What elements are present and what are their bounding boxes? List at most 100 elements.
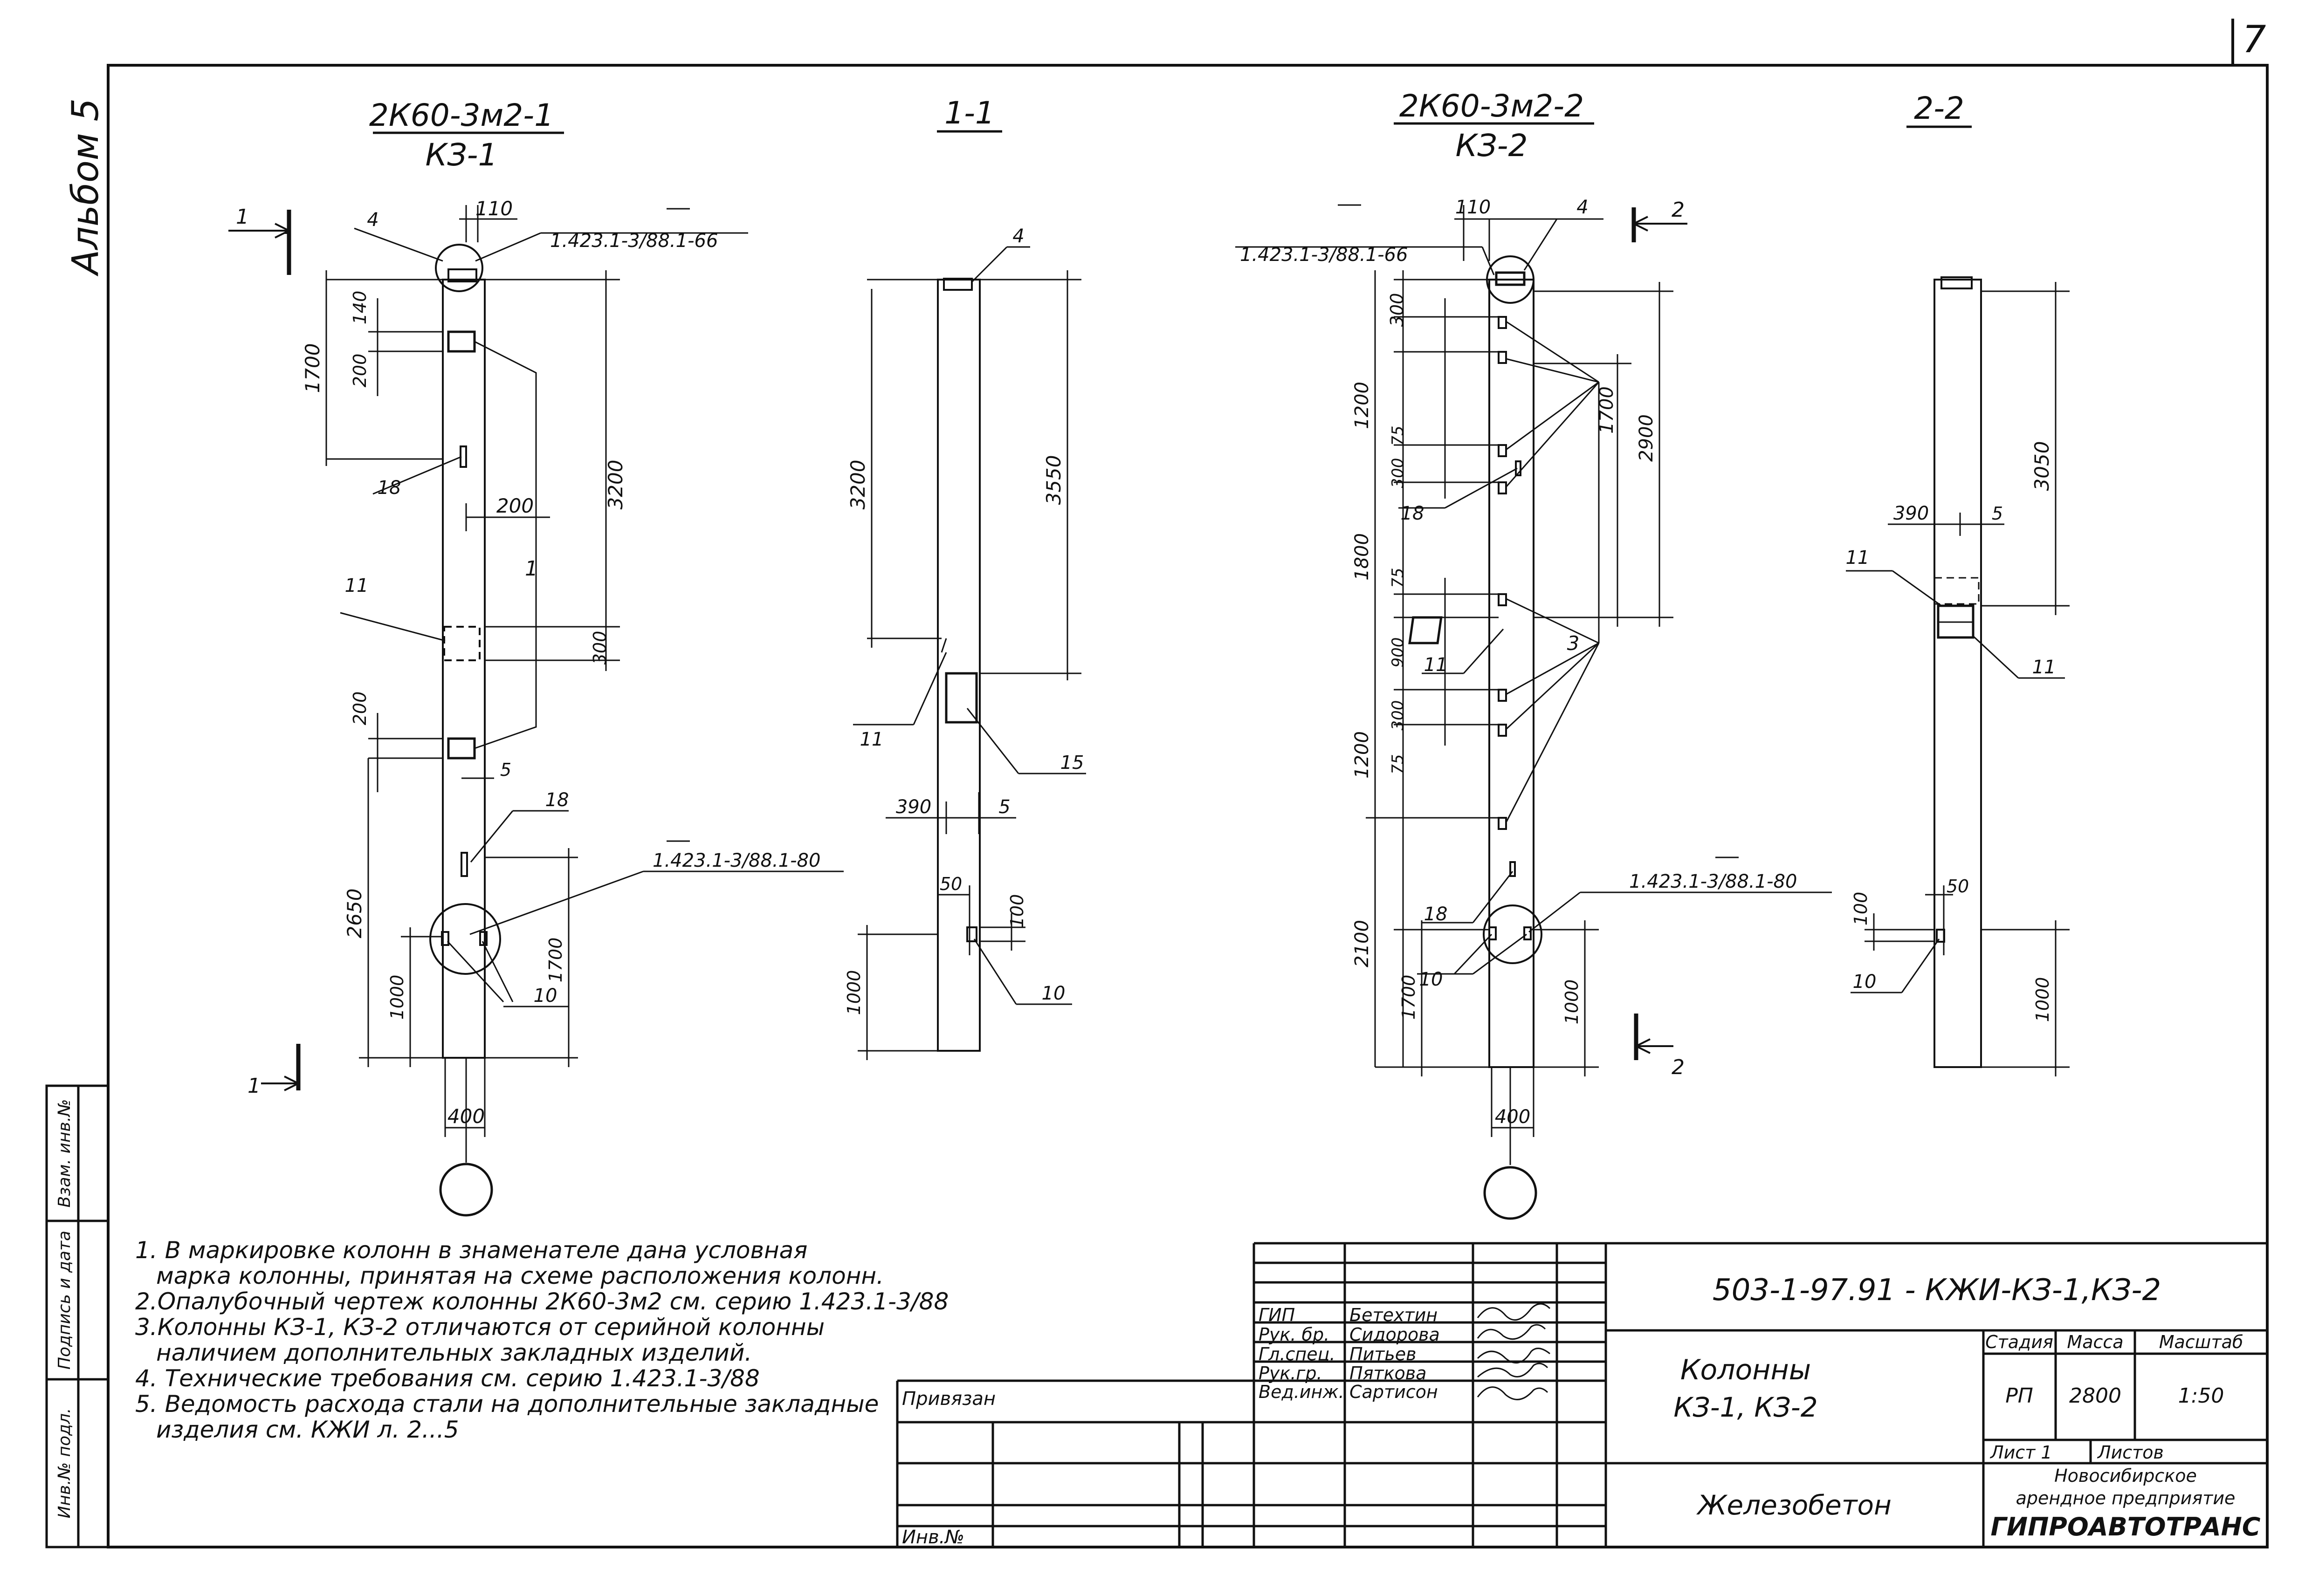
v3-subtitle: КЗ-2: [1456, 128, 1528, 164]
tb-inv-no: Инв.№: [902, 1527, 964, 1548]
col3-dim-1200-a: 1200: [1351, 382, 1373, 429]
col2-dim-50: 50: [940, 874, 962, 894]
col3-body: [1488, 279, 1534, 1068]
col1-dim-1000: 1000: [387, 975, 407, 1020]
col2-pos-10: 10: [1042, 983, 1066, 1004]
tb-stadiya-label: Стадия: [1985, 1332, 2053, 1352]
col1-top-detail-circle: [435, 244, 483, 292]
note-line-8: изделия см. КЖИ л. 2...5: [156, 1416, 459, 1443]
tb-role-gl-spec: Гл.спец.: [1259, 1344, 1335, 1364]
col2-dim-3550: 3550: [1042, 455, 1065, 505]
col1-embed-18b: [461, 852, 468, 877]
col3-ref-bottom-detail: 1.423.1-3/88.1-80: [1629, 871, 1797, 892]
col2-embed-15: [945, 672, 978, 724]
note-line-6: 4. Технические требования см. серию 1.42…: [135, 1365, 760, 1392]
col1-ref-top-detail: 1.423.1-3/88.1-66: [550, 230, 718, 252]
note-line-5: наличием дополнительных закладных издели…: [156, 1339, 752, 1366]
note-line-7: 5. Ведомость расхода стали на дополнител…: [135, 1391, 879, 1418]
col1-pos-18-b: 18: [545, 789, 569, 811]
tb-privyazan: Привязан: [902, 1388, 996, 1410]
note-line-3: 2.Опалубочный чертеж колонны 2К60-3м2 см…: [135, 1288, 949, 1315]
side-stamp: [45, 1084, 110, 1548]
col1-dim-1700-top: 1700: [301, 343, 324, 393]
col3-dim-1800: 1800: [1351, 533, 1373, 581]
tb-org-line-3: ГИПРОАВТОТРАНС: [1991, 1512, 2261, 1541]
tb-massa-value: 2800: [2069, 1384, 2121, 1408]
col3-dim-2900: 2900: [1636, 414, 1657, 462]
col1-dim-110: 110: [475, 197, 513, 220]
sheet-frame: [107, 19, 2269, 1548]
col1-axis-marker: [439, 1163, 493, 1217]
note-line-4: 3.Колонны КЗ-1, КЗ-2 отличаются от серий…: [135, 1314, 825, 1341]
section-mark-1-bottom: 1: [248, 1074, 261, 1098]
col3-dim-110: 110: [1455, 197, 1491, 218]
col3-pos-10: 10: [1419, 969, 1443, 990]
tb-name-ruk-br: Сидорова: [1349, 1324, 1440, 1345]
v1-title: 2К60-3м2-1: [369, 97, 554, 133]
col1-bottom-detail-circle: [429, 903, 501, 975]
tb-role-ruk-gr: Рук.гр.: [1259, 1363, 1322, 1384]
col3-dim-1700-left: 1700: [1398, 975, 1419, 1020]
col2-embed-10: [966, 926, 977, 942]
col1-dim-300: 300: [590, 631, 610, 665]
col4-dim-390: 390: [1893, 503, 1929, 524]
col1-ref-bottom-detail: 1.423.1-3/88.1-80: [653, 850, 820, 871]
side-stamp-vzam: Взам. инв.№: [55, 1099, 74, 1208]
col1-embed-11-hidden: [443, 626, 481, 661]
col2-dim-100: 100: [1007, 894, 1027, 928]
col1-dim-140: 140: [350, 291, 370, 325]
col1-embed-top: [447, 330, 476, 353]
tb-masshtab-value: 1:50: [2178, 1384, 2224, 1408]
col4-dim-100: 100: [1851, 892, 1871, 926]
col3-dim-75-c: 75: [1389, 754, 1407, 774]
col1-dim-1700-bottom: 1700: [545, 938, 566, 983]
col3-pos-18-b: 18: [1424, 904, 1448, 925]
col4-pos-10: 10: [1853, 971, 1877, 993]
col1-pos-10: 10: [534, 985, 557, 1007]
view-title-v3: 2К60-3м2-2 КЗ-2: [1394, 88, 1594, 164]
column-3: 110 4 1.423.1-3/88.1-66 300 1200 75 300 …: [1235, 197, 1832, 1220]
section-mark-2-bottom: 2: [1672, 1055, 1685, 1079]
col2-dim-1000: 1000: [844, 970, 864, 1015]
note-line-1: 1. В маркировке колонн в знаменателе дан…: [135, 1237, 807, 1264]
col3-dim-300-a: 300: [1387, 293, 1407, 327]
col4-dim-1000: 1000: [2032, 977, 2053, 1022]
col3-dim-2100: 2100: [1351, 920, 1373, 967]
col1-dim-200-b: 200: [496, 494, 534, 517]
title-block: ГИП Бетехтин Рук. бр. Сидорова Гл.спец. …: [896, 1242, 2267, 1548]
col3-pos-4: 4: [1576, 197, 1588, 218]
signatures: [1477, 1303, 1551, 1400]
col3-dim-1700-right: 1700: [1596, 386, 1617, 434]
col1-brace-label: 1: [525, 557, 538, 581]
tb-stadiya-value: РП: [2005, 1384, 2033, 1408]
tb-masshtab-label: Масштаб: [2159, 1332, 2243, 1352]
col1-embed-mid: [447, 737, 476, 760]
v2-title: 1-1: [944, 95, 995, 131]
col2-dim-3200: 3200: [846, 460, 869, 510]
tb-document-code: 503-1-97.91 - КЖИ-КЗ-1,КЗ-2: [1713, 1273, 2161, 1308]
col3-dim-300-c: 300: [1389, 700, 1407, 731]
tb-role-ruk-br: Рук. бр.: [1259, 1324, 1329, 1345]
v4-title: 2-2: [1914, 90, 1964, 126]
col3-dim-75-b: 75: [1389, 568, 1407, 588]
tb-role-gip: ГИП: [1259, 1305, 1295, 1325]
notes: 1. В маркировке колонн в знаменателе дан…: [135, 1237, 949, 1443]
v3-title: 2К60-3м2-2: [1399, 88, 1584, 124]
col3-embed-11: [1408, 616, 1443, 644]
col3-pos-18-a: 18: [1401, 503, 1424, 524]
v1-subtitle: КЗ-1: [426, 137, 498, 173]
col3-dim-1200-b: 1200: [1351, 731, 1373, 779]
tb-name-ruk-gr: Пяткова: [1349, 1363, 1426, 1384]
col1-dim-3200: 3200: [604, 460, 627, 510]
col1-dim-200-c: 200: [350, 692, 370, 726]
tb-name-ved-inzh: Сартисон: [1349, 1382, 1438, 1402]
col1-pos-18-a: 18: [378, 477, 401, 499]
col2-dim-390: 390: [896, 796, 931, 818]
section-mark-2-top: 2: [1672, 198, 1685, 222]
page-number: 7: [2243, 18, 2266, 61]
tb-material: Железобетон: [1696, 1489, 1892, 1521]
col4-dim-5: 5: [1992, 503, 2003, 524]
tb-listov-label: Листов: [2097, 1442, 2164, 1463]
col2-pos-11: 11: [860, 729, 884, 750]
